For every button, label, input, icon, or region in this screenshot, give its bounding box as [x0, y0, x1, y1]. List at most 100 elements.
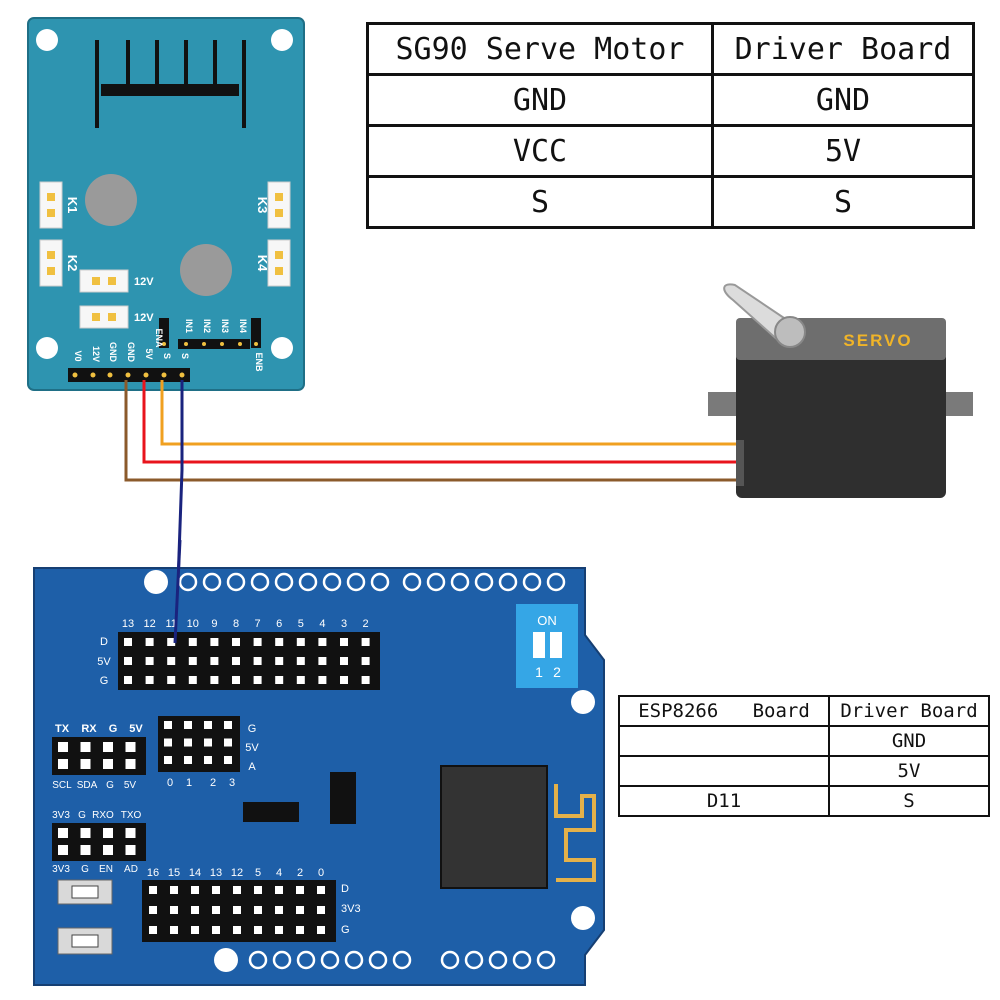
pin-number: 10	[187, 618, 199, 630]
pin-label-g: G	[109, 723, 118, 735]
header-pin	[275, 906, 283, 914]
header-pin	[164, 738, 172, 747]
header-pin	[317, 926, 325, 934]
table-cell: 5V	[828, 755, 990, 787]
pin-number: 13	[210, 867, 222, 879]
mounting-hole	[271, 337, 293, 359]
header-pin	[275, 886, 283, 894]
chip	[243, 802, 299, 822]
pin-number: 4	[319, 618, 325, 630]
header-pin	[254, 926, 262, 934]
power-header-pins	[58, 828, 136, 855]
table-cell: D11	[618, 785, 830, 817]
table-row: SG90 Serve Motor Driver Board	[366, 22, 975, 76]
header-pin	[80, 845, 91, 855]
header-pin	[224, 721, 232, 729]
header-pin	[253, 676, 262, 684]
row-label-g: G	[100, 675, 109, 687]
header-label-5v: 5V	[144, 348, 154, 359]
dip-switch[interactable]: ON 1 2	[516, 604, 578, 688]
header-pin	[212, 906, 220, 914]
pin-number: 12	[231, 867, 243, 879]
table-header: Driver Board	[711, 22, 975, 76]
mounting-hole	[271, 29, 293, 51]
table-cell: S	[711, 175, 975, 229]
header-pin	[149, 906, 157, 914]
table-row: ESP8266 Board Driver Board	[618, 695, 990, 727]
header-pin	[80, 742, 91, 752]
header-pin	[254, 906, 262, 914]
header-pin	[188, 676, 197, 684]
pin-number: 11	[165, 618, 176, 630]
header-pin	[317, 906, 325, 914]
header-pin	[167, 676, 176, 684]
header-pin	[253, 638, 262, 646]
flash-button[interactable]	[57, 927, 113, 955]
header-label-ena: ENA	[154, 328, 164, 348]
header-pin	[103, 759, 113, 769]
header-pin	[204, 738, 212, 747]
header-pin	[296, 638, 305, 646]
header-pin	[188, 657, 197, 665]
switch-number: 2	[553, 664, 561, 680]
pin-label-5v: 5V	[124, 780, 137, 791]
mounting-hole	[36, 29, 58, 51]
header-pin	[170, 886, 178, 894]
header-pin	[58, 742, 68, 752]
header-pin	[191, 906, 199, 914]
header-pin	[125, 845, 136, 855]
header-pin	[296, 676, 305, 684]
header-pin	[145, 676, 154, 684]
data-wire-end	[173, 539, 182, 644]
pin-number: 14	[189, 867, 201, 879]
header-pin	[167, 638, 176, 646]
header-pin	[124, 657, 132, 665]
header-pin	[149, 886, 157, 894]
power-wire	[142, 380, 740, 464]
header-label-v0: V0	[73, 350, 83, 361]
power-label: 12V	[134, 312, 154, 324]
signal-wire	[160, 380, 740, 446]
header-pin	[58, 828, 68, 838]
header-pin	[125, 742, 136, 752]
header-pin	[296, 886, 304, 894]
header-pin	[210, 676, 219, 684]
heatsink	[95, 40, 246, 128]
analog-pin-number: 2	[210, 777, 216, 789]
table-cell: GND	[366, 73, 714, 127]
header-pin	[317, 886, 325, 894]
top-edge-header	[178, 572, 566, 592]
header-pin	[170, 906, 178, 914]
header-pin	[233, 926, 241, 934]
header-pin	[184, 721, 192, 729]
table-cell	[618, 725, 830, 757]
header-pin	[296, 657, 305, 665]
esp-connection-table: ESP8266 Board Driver Board GND 5V D11 S	[618, 695, 990, 817]
reset-button[interactable]	[57, 879, 113, 905]
header-label-in3: IN3	[220, 319, 230, 333]
pin-number: 5	[298, 618, 304, 630]
table-row: GND GND	[366, 73, 975, 127]
pin-number: 3	[341, 618, 347, 630]
header-pin	[210, 657, 219, 665]
header-pin	[212, 926, 220, 934]
header-pin	[125, 828, 136, 838]
header-pin	[340, 676, 348, 684]
header-pin	[191, 926, 199, 934]
pin-label-tx: TX	[55, 723, 70, 735]
header-pin	[191, 886, 199, 894]
header-pin	[149, 926, 157, 934]
capacitor	[180, 244, 232, 296]
header-label-in2: IN2	[202, 319, 212, 333]
analog-pin-number: 3	[229, 777, 235, 789]
header-label-gnd: GND	[126, 342, 136, 363]
header-pin	[103, 742, 113, 752]
table-cell: GND	[711, 73, 975, 127]
uart-header-pins	[58, 742, 136, 769]
header-pin	[275, 926, 283, 934]
relay-label-k2: K2	[65, 255, 80, 272]
ground-wire	[124, 380, 740, 482]
header-label-s: S	[180, 353, 190, 359]
